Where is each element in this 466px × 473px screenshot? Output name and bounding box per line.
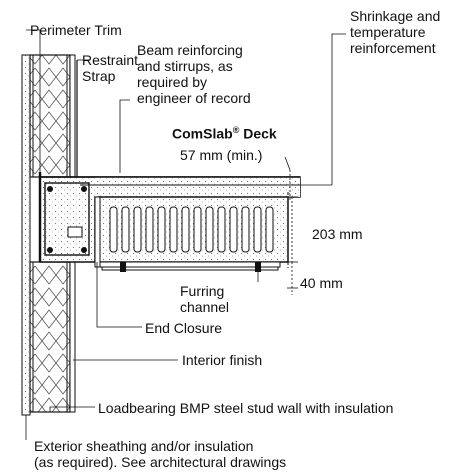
label-loadbearing-wall: Loadbearing BMP steel stud wall with ins…: [98, 400, 394, 416]
label-end-closure: End Closure: [145, 320, 223, 336]
leader-lines: [25, 29, 346, 440]
furring-channel: [99, 261, 281, 272]
exterior-sheathing: [21, 54, 31, 416]
label-deck-name: ComSlab® Deck: [172, 122, 277, 142]
deck-name-text: ComSlab: [172, 125, 233, 142]
deck-ribs: [109, 206, 274, 253]
dimension-203: [287, 196, 298, 263]
end-closure: [94, 196, 101, 268]
label-furring-channel: Furring channel: [180, 283, 230, 315]
deck-suffix-text: Deck: [239, 125, 277, 142]
label-shrinkage-reinforcement: Shrinkage and temperature reinforcement: [350, 8, 441, 56]
deck-registered-mark: ®: [232, 125, 240, 135]
comslab-deck: [97, 192, 289, 268]
topping-slab: [40, 176, 300, 197]
label-beam-reinforcing: Beam reinforcing and stirrups, as requir…: [137, 42, 251, 106]
dimension-40: [287, 262, 298, 295]
label-interior-finish: Interior finish: [182, 352, 263, 368]
label-exterior-sheathing: Exterior sheathing and/or insulation (as…: [34, 438, 287, 470]
upper-stud-wall: [29, 54, 71, 178]
label-perimeter-trim: Perimeter Trim: [30, 22, 122, 38]
label-dim-57mm: 57 mm (min.): [180, 147, 263, 163]
lower-stud-wall: [29, 261, 71, 413]
label-restraint-strap: Restraint Strap: [82, 52, 139, 84]
label-dim-203mm: 203 mm: [312, 226, 363, 242]
label-dim-40mm: 40 mm: [300, 275, 343, 291]
